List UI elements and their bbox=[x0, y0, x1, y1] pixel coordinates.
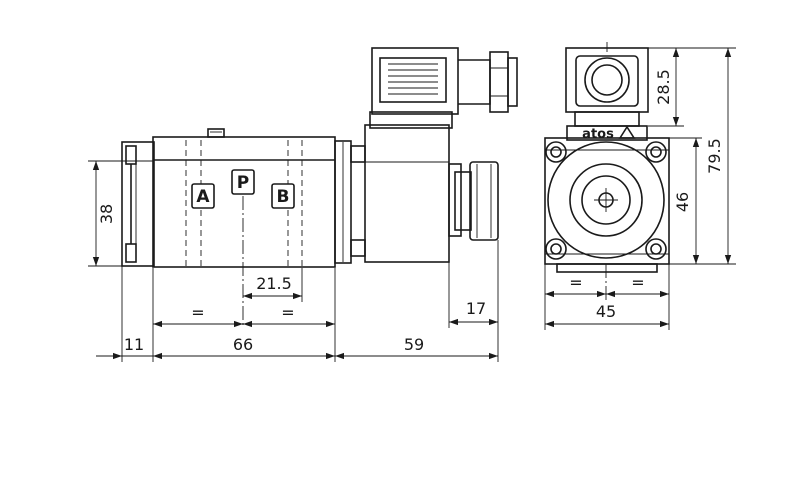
dim-equal-right: = bbox=[281, 303, 294, 322]
dim-66-text: 66 bbox=[233, 335, 253, 354]
dim-width-45: 45 bbox=[545, 302, 669, 328]
dim-length-17: 17 bbox=[448, 240, 499, 362]
dim-11-text: 11 bbox=[124, 335, 144, 354]
dim-79-5-text: 79.5 bbox=[705, 138, 724, 174]
dim-bottom-chain: 11 66 59 bbox=[96, 266, 498, 362]
valve-body: A P B bbox=[152, 128, 336, 326]
dim-38-text: 38 bbox=[97, 204, 116, 224]
corner-bolt-tl bbox=[545, 141, 567, 163]
dim-front-equal-right: = bbox=[631, 273, 644, 292]
port-p-label: P bbox=[231, 169, 255, 195]
dim-46-text: 46 bbox=[673, 192, 692, 212]
dim-45-text: 45 bbox=[596, 302, 616, 321]
dim-21-5-text: 21.5 bbox=[256, 274, 292, 293]
port-b-label: B bbox=[271, 183, 295, 209]
dim-equal-left: = bbox=[191, 303, 204, 322]
dim-front-equal-left: = bbox=[569, 273, 582, 292]
dim-equal-spacing: = = bbox=[152, 268, 336, 330]
dim-height-79-5: 79.5 bbox=[702, 48, 736, 265]
port-p-text: P bbox=[237, 173, 249, 193]
dim-height-38: 38 bbox=[88, 160, 153, 267]
brand-triangle-icon bbox=[618, 125, 636, 139]
port-a-text: A bbox=[196, 187, 210, 207]
solenoid-coil bbox=[364, 124, 499, 263]
corner-bolt-br bbox=[645, 238, 667, 260]
brand-logo-text: atos bbox=[582, 127, 614, 142]
dim-28-5-text: 28.5 bbox=[654, 69, 673, 105]
right-flange bbox=[334, 140, 366, 264]
port-a-label: A bbox=[191, 183, 215, 209]
corner-bolt-tr bbox=[645, 141, 667, 163]
left-end-cap bbox=[121, 141, 155, 267]
dim-height-28-5: 28.5 bbox=[648, 47, 736, 127]
dim-height-46: 46 bbox=[669, 137, 702, 265]
coil-face bbox=[544, 137, 670, 273]
connector-vent-lines bbox=[388, 63, 438, 95]
corner-bolt-bl bbox=[545, 238, 567, 260]
dim-59-text: 59 bbox=[404, 335, 424, 354]
side-view: A P B bbox=[88, 47, 518, 362]
front-view: atos 28.5 bbox=[544, 42, 736, 330]
dim-17-text: 17 bbox=[466, 299, 486, 318]
electrical-connector bbox=[369, 47, 518, 129]
front-connector bbox=[565, 42, 649, 127]
port-b-text: B bbox=[277, 187, 290, 207]
dim-front-equal-spacing: = = bbox=[544, 264, 670, 330]
dim-spacing-21-5: 21.5 bbox=[243, 268, 303, 302]
brand-plate: atos bbox=[566, 125, 648, 142]
